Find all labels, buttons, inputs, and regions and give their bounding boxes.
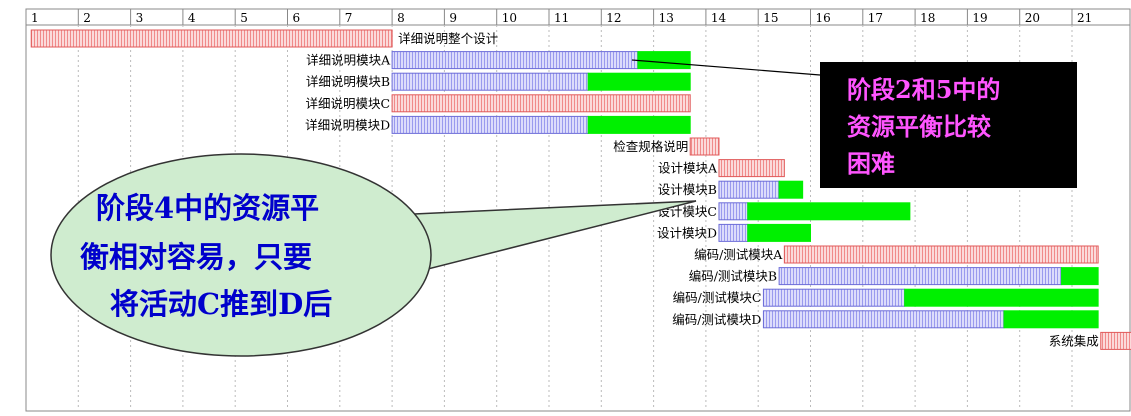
task-bar bbox=[391, 94, 691, 113]
column-label: 17 bbox=[868, 11, 883, 25]
task-bars bbox=[30, 29, 1131, 350]
column-label: 18 bbox=[920, 11, 935, 25]
column-label: 20 bbox=[1025, 11, 1040, 25]
bubble-line-2: 衡相对容易，只要 bbox=[80, 240, 312, 274]
column-label: 16 bbox=[816, 11, 831, 25]
column-label: 21 bbox=[1077, 11, 1092, 25]
column-label: 13 bbox=[659, 11, 674, 25]
slack-bar bbox=[747, 223, 811, 242]
task-bar bbox=[391, 115, 589, 134]
task-label: 详细说明模块A bbox=[306, 53, 391, 68]
column-label: 11 bbox=[554, 11, 569, 25]
callout-black: 阶段2和5中的 资源平衡比较 困难 bbox=[631, 59, 1077, 188]
task-bar bbox=[718, 223, 749, 242]
task-label: 详细说明模块B bbox=[306, 74, 390, 89]
task-label: 编码/测试模块D bbox=[672, 312, 761, 327]
task-bar bbox=[762, 288, 906, 307]
task-bar bbox=[778, 267, 1063, 286]
task-label: 检查规格说明 bbox=[613, 139, 688, 154]
slack-bar bbox=[637, 51, 691, 70]
task-label: 详细说明模块C bbox=[306, 96, 391, 111]
slack-bar bbox=[1003, 310, 1099, 329]
bubble-line-3: 将活动C推到D后 bbox=[110, 287, 332, 321]
column-label: 15 bbox=[763, 11, 778, 25]
slack-bar bbox=[1061, 267, 1099, 286]
task-label: 编码/测试模块A bbox=[694, 247, 783, 262]
task-bar bbox=[391, 51, 639, 70]
bubble-body bbox=[50, 153, 432, 357]
bubble-joint bbox=[408, 214, 428, 269]
callout-black-line-1: 阶段2和5中的 bbox=[847, 75, 1000, 104]
slack-bar bbox=[587, 72, 691, 91]
column-label: 6 bbox=[293, 11, 301, 25]
bubble-line-1: 阶段4中的资源平 bbox=[96, 191, 319, 225]
column-label: 7 bbox=[345, 11, 353, 25]
task-bar bbox=[718, 180, 780, 199]
task-bar bbox=[762, 310, 1005, 329]
task-bar bbox=[783, 245, 1099, 264]
callout-green-bubble: 阶段4中的资源平 衡相对容易，只要 将活动C推到D后 bbox=[50, 153, 697, 357]
column-label: 14 bbox=[711, 11, 727, 25]
task-bar bbox=[689, 137, 720, 156]
slack-bar bbox=[778, 180, 804, 199]
column-label: 10 bbox=[502, 11, 517, 25]
callout-black-line-3: 困难 bbox=[847, 149, 895, 178]
column-label: 5 bbox=[240, 11, 248, 25]
callout-black-box bbox=[820, 62, 1077, 188]
task-bar bbox=[30, 29, 393, 48]
slack-bar bbox=[587, 115, 691, 134]
task-label: 详细说明整个设计 bbox=[398, 31, 498, 46]
column-label: 9 bbox=[449, 11, 457, 25]
slack-bar bbox=[747, 202, 911, 221]
task-bar bbox=[1100, 331, 1131, 350]
column-label: 19 bbox=[972, 11, 987, 25]
column-label: 1 bbox=[31, 11, 39, 25]
task-bar bbox=[718, 202, 749, 221]
task-bar bbox=[718, 159, 785, 178]
column-label: 4 bbox=[188, 11, 196, 25]
task-bar bbox=[391, 72, 589, 91]
callout-black-line-2: 资源平衡比较 bbox=[847, 112, 991, 141]
task-label: 设计模块A bbox=[658, 161, 718, 176]
column-label: 12 bbox=[606, 11, 621, 25]
task-label: 设计模块D bbox=[657, 225, 717, 240]
task-label: 系统集成 bbox=[1049, 333, 1099, 348]
task-label: 编码/测试模块B bbox=[689, 269, 777, 284]
slack-bar bbox=[904, 288, 1099, 307]
column-label: 3 bbox=[136, 11, 144, 25]
task-label: 设计模块B bbox=[658, 182, 717, 197]
task-label: 详细说明模块D bbox=[305, 117, 390, 132]
chart-frame bbox=[25, 8, 1131, 412]
task-label: 编码/测试模块C bbox=[673, 290, 762, 305]
callout-pointer-line bbox=[631, 59, 821, 76]
column-label: 8 bbox=[397, 11, 405, 25]
column-label: 2 bbox=[83, 11, 91, 25]
